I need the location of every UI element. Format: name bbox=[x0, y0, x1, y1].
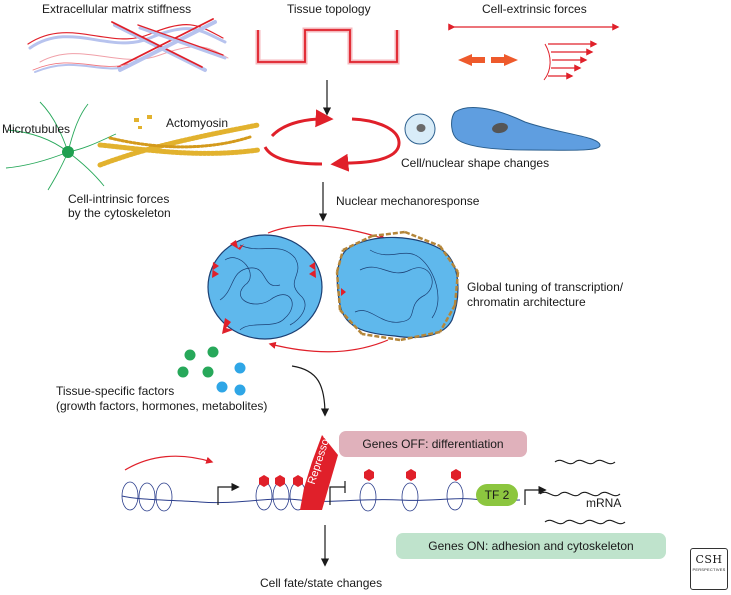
mrna-label: mRNA bbox=[586, 496, 622, 510]
spread-cell-icon bbox=[451, 106, 601, 151]
ecm-fibers-icon bbox=[27, 18, 229, 73]
genes-on-box: Genes ON: adhesion and cytoskeleton bbox=[396, 533, 666, 559]
round-cell-icon bbox=[404, 113, 436, 145]
tissue-factor-dots bbox=[177, 346, 246, 396]
intrinsic-forces-label-line1: Cell-intrinsic forces bbox=[68, 192, 170, 206]
microtubules-label: Microtubules bbox=[2, 122, 71, 136]
genes-on-label: Genes ON: adhesion and cytoskeleton bbox=[428, 539, 634, 553]
force-cycle-arrows bbox=[263, 109, 401, 172]
mechanoresponse-label: Nuclear mechanoresponse bbox=[336, 194, 480, 208]
logo-sub-text: PERSPECTIVES bbox=[692, 567, 726, 572]
shape-changes-label: Cell/nuclear shape changes bbox=[401, 156, 550, 170]
tissue-topology-icon bbox=[255, 27, 400, 65]
tf2-label: TF 2 bbox=[484, 488, 510, 502]
genes-off-box: Genes OFF: differentiation bbox=[339, 431, 527, 457]
ecm-stiffness-label: Extracellular matrix stiffness bbox=[42, 2, 192, 16]
actomyosin-label: Actomyosin bbox=[166, 116, 229, 130]
extrinsic-forces-label: Cell-extrinsic forces bbox=[482, 2, 587, 16]
repressor-marks bbox=[259, 469, 461, 487]
cell-fate-label: Cell fate/state changes bbox=[260, 576, 383, 590]
nucleus-relaxed-icon bbox=[207, 234, 323, 340]
global-tuning-label-line1: Global tuning of transcription/ bbox=[467, 280, 624, 294]
actomyosin-icon bbox=[97, 115, 261, 168]
arrow-red-bottom bbox=[268, 339, 389, 353]
intrinsic-forces-label-line2: by the cytoskeleton bbox=[68, 206, 171, 220]
global-tuning-label-line2: chromatin architecture bbox=[467, 295, 586, 309]
genes-off-label: Genes OFF: differentiation bbox=[362, 437, 504, 451]
csh-perspectives-logo: CSH PERSPECTIVES bbox=[690, 548, 728, 590]
arrow-red-top bbox=[267, 224, 387, 241]
tissue-factors-label-line1: Tissue-specific factors bbox=[56, 384, 175, 398]
logo-main-text: CSH bbox=[695, 553, 723, 566]
tf2-protein: TF 2 bbox=[476, 484, 518, 506]
microtubules-icon bbox=[5, 101, 117, 191]
repressor-protein-icon bbox=[300, 435, 338, 510]
nucleus-stressed-icon bbox=[335, 230, 460, 342]
extrinsic-forces-icon bbox=[448, 23, 620, 81]
mrna-strands-icon bbox=[539, 459, 626, 525]
arrow-down-3 bbox=[291, 365, 330, 417]
tissue-topology-label: Tissue topology bbox=[287, 2, 371, 16]
tissue-factors-label-line2: (growth factors, hormones, metabolites) bbox=[56, 399, 268, 413]
